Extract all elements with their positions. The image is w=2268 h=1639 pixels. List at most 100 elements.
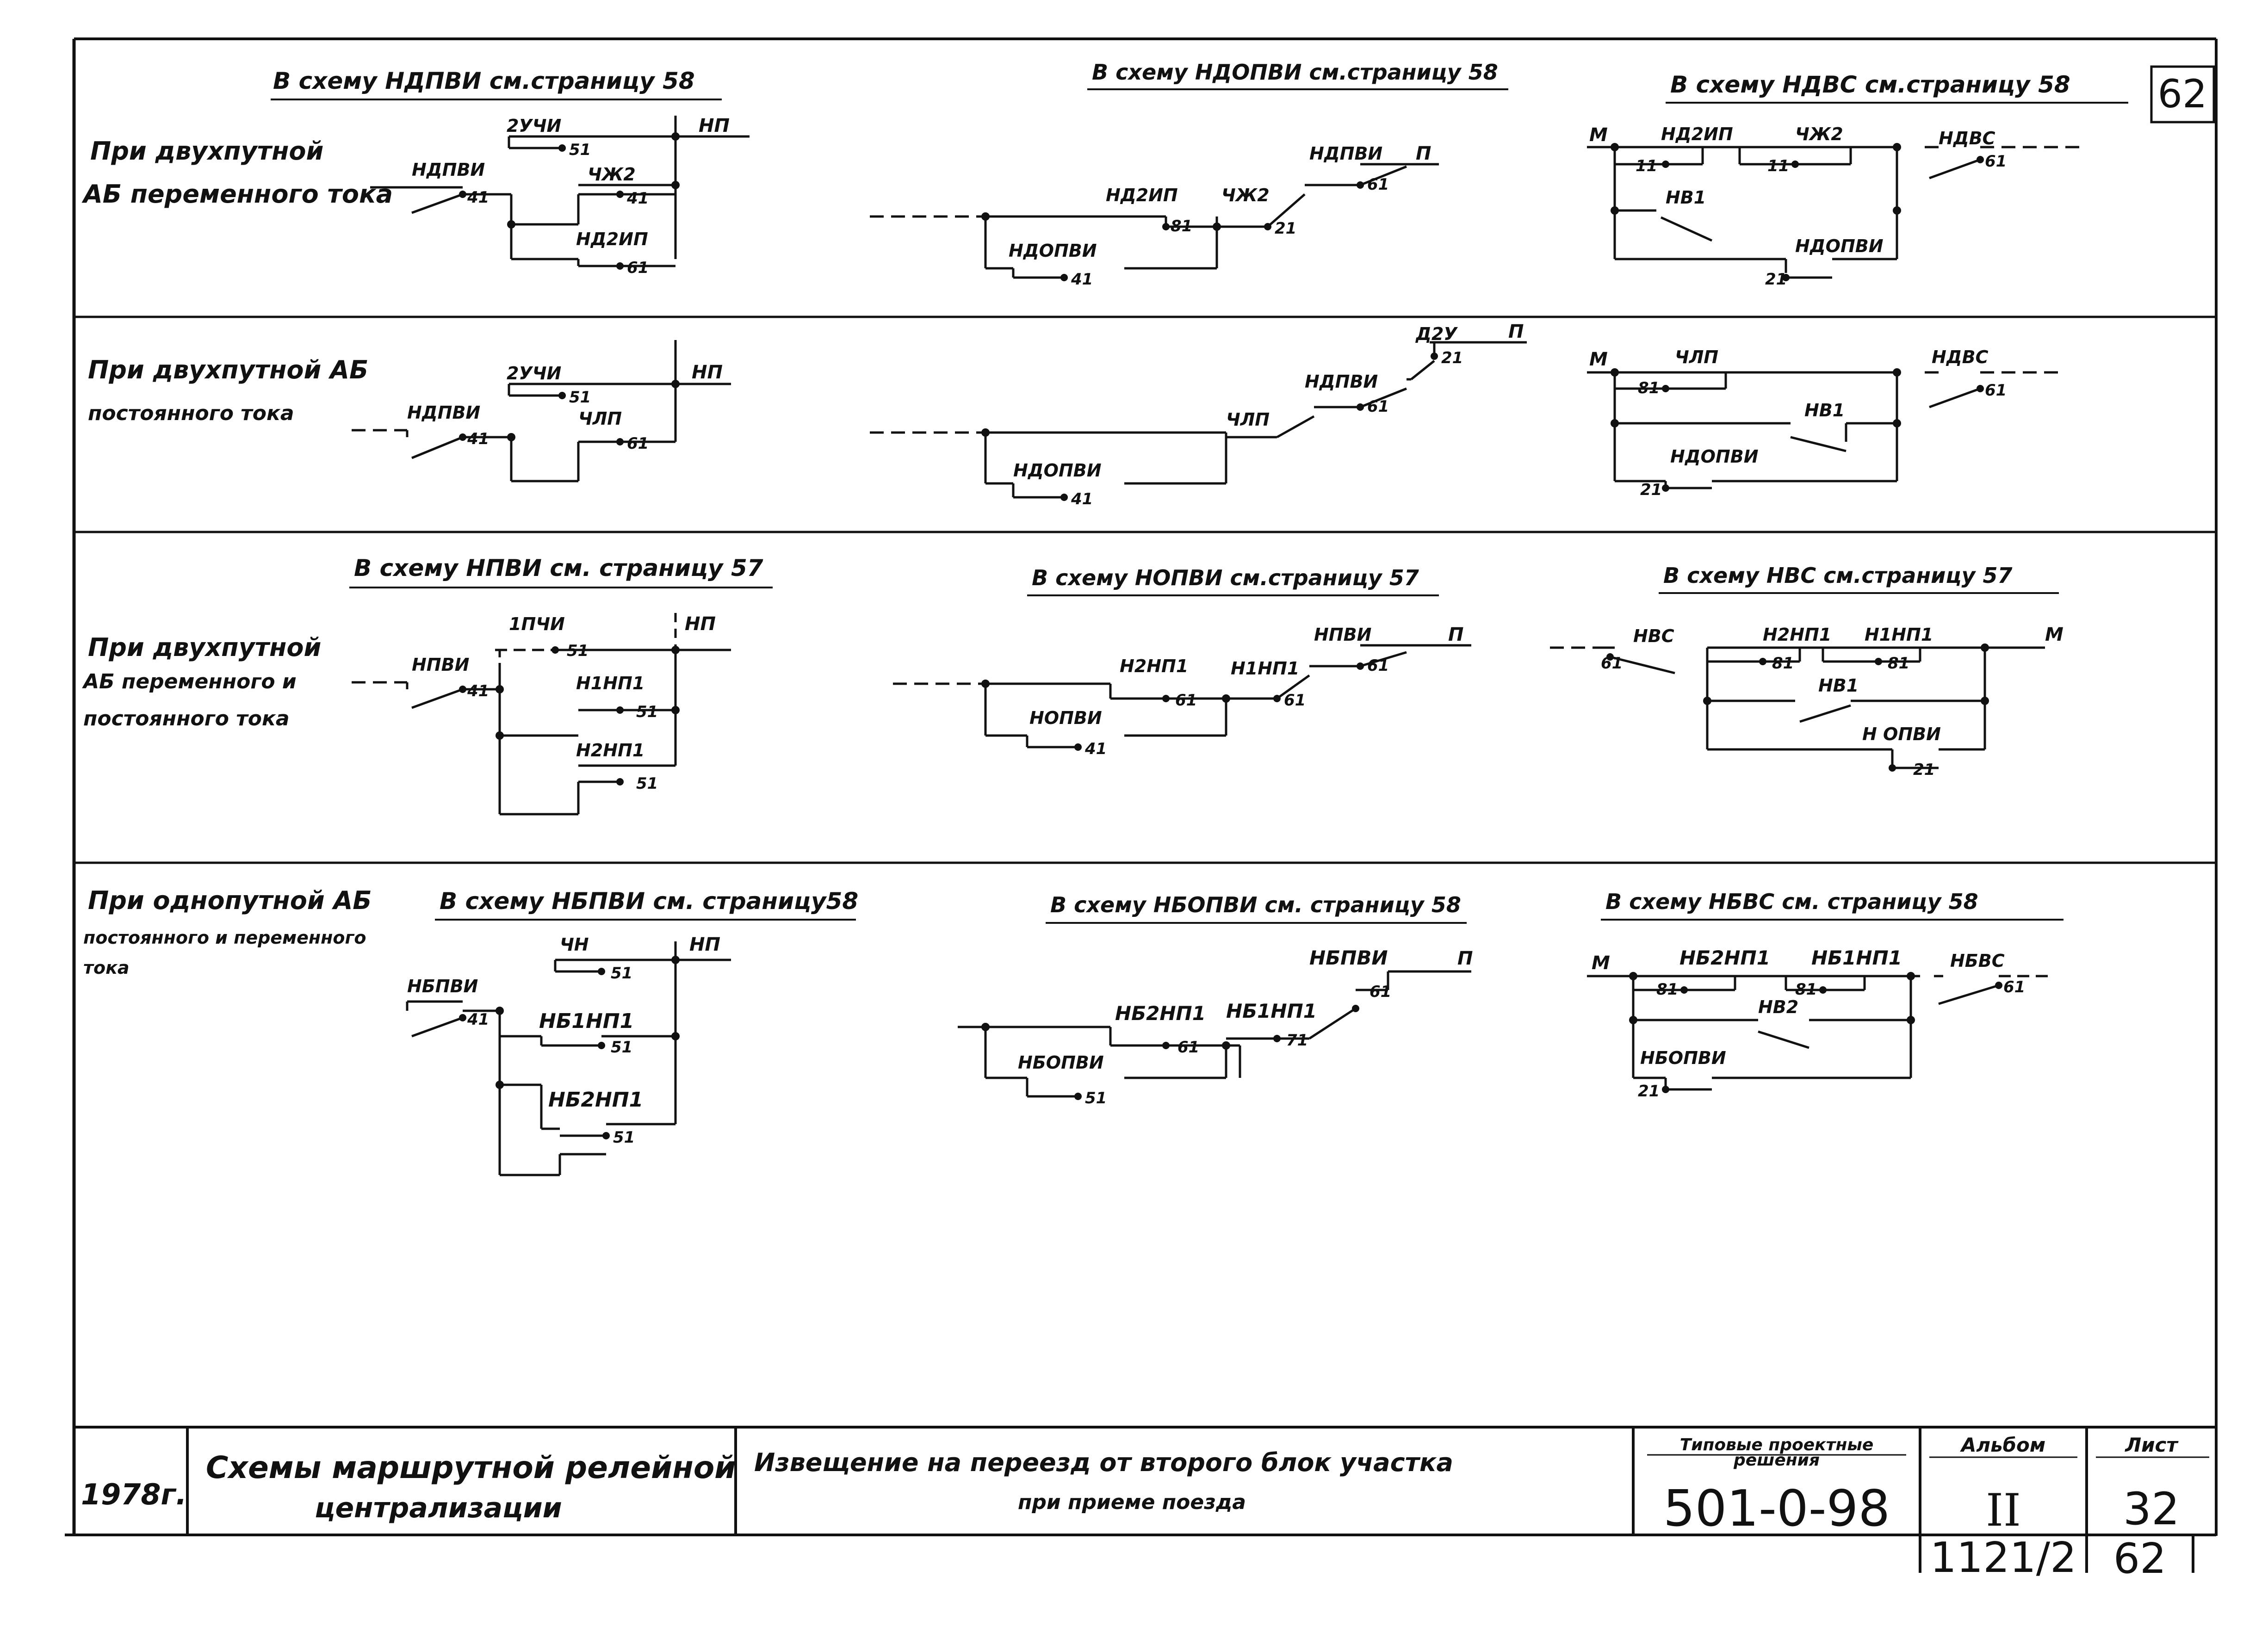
relay-label: НБ2НП1: [1679, 946, 1770, 969]
row-1-label-line-2: АБ переменного тока: [81, 179, 393, 209]
contact-number: 21: [1913, 761, 1935, 779]
contact-number: 21: [1638, 1082, 1660, 1101]
row-3-label-line-3: постоянного тока: [83, 707, 290, 730]
relay-label: НДОПВИ: [1009, 241, 1097, 261]
contact-number: 81: [1171, 217, 1192, 235]
contact-number: 41: [1071, 270, 1093, 289]
tb-system-line-1: Схемы маршрутной релейной: [206, 1450, 736, 1485]
bus-label: НП: [692, 362, 723, 383]
tb-year: 1978г.: [81, 1478, 187, 1511]
relay-label: НДПВИ: [1305, 371, 1378, 392]
contact-number: 41: [467, 188, 489, 207]
relay-label: 1ПЧИ: [509, 614, 565, 634]
row-1-scheme-c-heading: В схему НДВС см.страницу 58: [1670, 71, 2070, 98]
row-1-scheme-a: В схему НДПВИ см.страницу 58: [271, 68, 750, 277]
contact-number: 81: [1795, 980, 1817, 999]
row-4-scheme-a-heading: В схему НБПВИ см. страницу58: [440, 888, 858, 915]
relay-label: НД2ИП: [1106, 185, 1178, 205]
contact-number: 61: [1284, 691, 1306, 710]
relay-label: ЧЛП: [578, 408, 622, 429]
row-3-label-line-2: АБ переменного и: [82, 670, 297, 693]
tb-album-value: II: [1986, 1484, 2021, 1536]
contact-number: 41: [1071, 490, 1093, 508]
relay-label: НДПВИ: [407, 402, 480, 423]
relay-label: НД2ИП: [1661, 124, 1733, 144]
contact-number: 51: [569, 388, 591, 407]
relay-label: НВ1: [1818, 675, 1859, 696]
row-1: При двухпутной АБ переменного тока В схе…: [81, 60, 2128, 289]
contact-number: 41: [467, 430, 489, 448]
row-1-label-line-1: При двухпутной: [90, 136, 323, 166]
row-4-scheme-c-heading: В схему НБВС см. страницу 58: [1605, 889, 1978, 914]
relay-label: Н2НП1: [1763, 625, 1831, 645]
contact-number: 21: [1275, 219, 1296, 238]
row-4-scheme-b-heading: В схему НБОПВИ см. страницу 58: [1050, 892, 1461, 917]
row-2-scheme-c: М ЧЛП 81 НВ1 НДОПВИ 21 НДВС 61: [1587, 347, 2064, 499]
bus-label: П: [1457, 948, 1473, 969]
relay-label: Н1НП1: [1231, 658, 1299, 679]
relay-label: НБ1НП1: [1811, 946, 1902, 969]
bus-label: П: [1416, 143, 1431, 164]
contact-number: 81: [1638, 379, 1660, 397]
tb-series-code: 501-0-98: [1663, 1480, 1890, 1538]
contact-number: 41: [1084, 740, 1107, 758]
row-4-label-line-2: постоянного и переменного: [83, 928, 366, 948]
tb-subject-line-1: Извещение на переезд от второго блок уча…: [754, 1448, 1453, 1477]
relay-label: ЧЖ2: [1795, 124, 1843, 144]
relay-label: 2УЧИ: [507, 116, 561, 136]
relay-label: НБ1НП1: [539, 1009, 634, 1033]
bus-label: П: [1448, 624, 1463, 645]
row-4-scheme-b: В схему НБОПВИ см. страницу 58: [958, 892, 1473, 1107]
contact-number: 61: [627, 434, 649, 453]
relay-label: НВ2: [1758, 997, 1798, 1017]
bus-label: М: [1592, 952, 1610, 974]
contact-number: 61: [1367, 397, 1389, 416]
contact-number: 21: [1441, 349, 1463, 367]
relay-label: НДОПВИ: [1013, 460, 1102, 481]
relay-label: НБ2НП1: [548, 1088, 643, 1112]
row-4-scheme-a: В схему НБПВИ см. страницу58: [406, 888, 858, 1176]
tb-subject-line-2: при приеме поезда: [1018, 1491, 1246, 1514]
contact-number: 81: [1888, 654, 1909, 673]
relay-label: ЧЛП: [1675, 347, 1718, 367]
relay-label: НВС: [1633, 626, 1674, 646]
row-4: При однопутной АБ постоянного и переменн…: [83, 886, 2064, 1176]
contact-number: 41: [467, 1010, 489, 1029]
contact-number: 61: [2003, 978, 2025, 996]
contact-number: 61: [1601, 654, 1623, 673]
relay-label: НД2ИП: [576, 229, 648, 249]
contact-number: 51: [611, 1038, 632, 1057]
contact-number: 21: [1640, 481, 1662, 499]
relay-label: НБ1НП1: [1226, 1000, 1317, 1022]
row-3-scheme-a: В схему НПВИ см. страницу 57: [349, 555, 773, 816]
relay-label: ЧН: [560, 934, 589, 955]
relay-label: Н1НП1: [1865, 625, 1933, 645]
contact-number: 51: [611, 964, 632, 983]
row-3-scheme-a-heading: В схему НПВИ см. страницу 57: [354, 555, 763, 581]
relay-label: НБПВИ: [407, 976, 478, 996]
relay-label: НБОПВИ: [1018, 1052, 1104, 1073]
relay-label: Д2У: [1415, 324, 1458, 344]
tb-system-line-2: централизации: [315, 1492, 562, 1524]
contact-number: 51: [1085, 1089, 1107, 1107]
title-block: 1978г. Схемы маршрутной релейной централ…: [81, 1427, 2209, 1583]
row-2-scheme-b: НДОПВИ 41 ЧЛП НДПВИ 61 Д2У 21 П: [870, 321, 1527, 508]
row-3: При двухпутной АБ переменного и постоянн…: [82, 555, 2064, 816]
tb-series-label-1: Типовые проектные: [1680, 1435, 1874, 1454]
relay-label: НДПВИ: [412, 160, 485, 180]
bus-label: НП: [699, 115, 730, 136]
contact-number: 61: [1985, 381, 2007, 400]
bus-label: М: [1589, 349, 1608, 370]
row-3-label-line-1: При двухпутной: [88, 633, 321, 662]
bus-label: П: [1508, 321, 1524, 342]
row-1-scheme-a-heading: В схему НДПВИ см.страницу 58: [273, 68, 695, 94]
tb-series-label-2: решения: [1733, 1451, 1820, 1470]
row-4-scheme-c: В схему НБВС см. страницу 58: [1587, 889, 2064, 1101]
row-2-label-line-2: постоянного тока: [88, 402, 294, 425]
contact-number: 61: [1177, 1038, 1199, 1057]
relay-label: ЧЖ2: [588, 164, 636, 185]
row-4-label-line-1: При однопутной АБ: [88, 886, 372, 915]
relay-label: НДВС: [1939, 128, 1995, 148]
contact-number: 71: [1286, 1031, 1308, 1050]
contact-number: 41: [626, 189, 649, 208]
